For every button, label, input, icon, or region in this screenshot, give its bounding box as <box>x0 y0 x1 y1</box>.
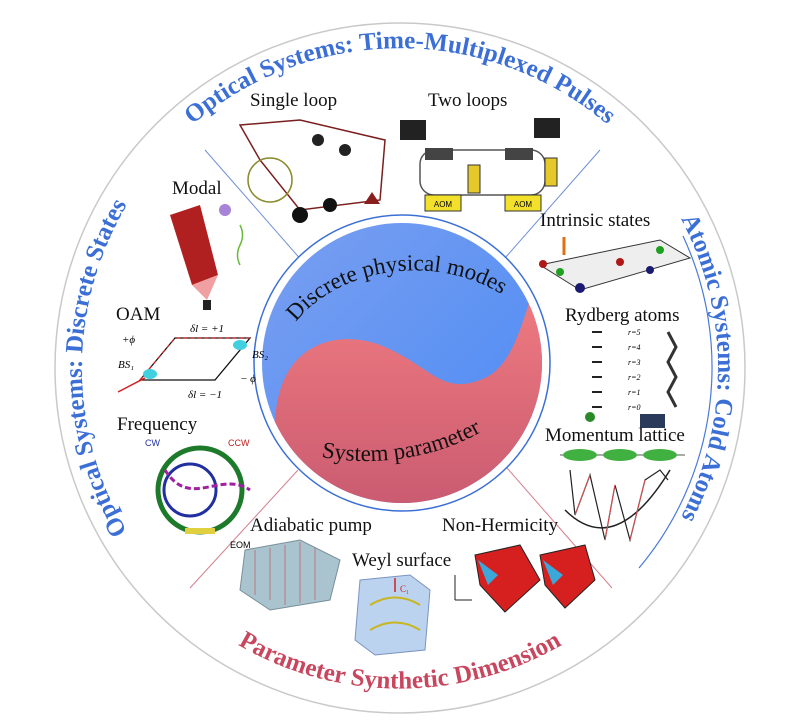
divider-top-right <box>504 149 601 259</box>
ring-title-top: Optical Systems: Time-Multiplexed Pulses <box>179 27 621 129</box>
single-loop-illustration <box>238 119 386 223</box>
aom-label-2: AOM <box>514 200 533 209</box>
cw-label: CW <box>145 438 160 448</box>
rydberg-level: r=3 <box>628 358 641 367</box>
oam-illustration: δl = +1 δl = −1 BS₁ BS₂ +ϕ − ϕ <box>117 323 268 401</box>
oam-bottom-label: δl = −1 <box>188 389 222 401</box>
label-momentum-lattice: Momentum lattice <box>545 425 685 446</box>
core-pink-half <box>262 300 542 503</box>
label-intrinsic-states: Intrinsic states <box>540 210 650 231</box>
label-oam: OAM <box>116 304 160 325</box>
ccw-label: CCW <box>228 438 250 448</box>
modal-illustration <box>170 204 244 310</box>
label-rydberg-atoms: Rydberg atoms <box>565 305 679 326</box>
intrinsic-states-illustration <box>538 237 692 293</box>
non-hermicity-illustration <box>454 544 596 613</box>
core-yin-yang <box>262 223 542 503</box>
divider-top-left <box>204 149 304 263</box>
rydberg-level: r=5 <box>628 328 641 337</box>
eom-label: EOM <box>230 540 251 550</box>
bs2-label: BS₂ <box>252 349 268 361</box>
bs1-label: BS₁ <box>118 359 134 371</box>
label-frequency: Frequency <box>117 414 198 435</box>
label-two-loops: Two loops <box>428 90 507 111</box>
label-non-hermicity: Non-Hermicity <box>442 515 559 536</box>
two-loops-illustration: AOM AOM <box>400 118 560 212</box>
inner-ring-right <box>638 235 713 569</box>
rydberg-level: r=4 <box>628 343 641 352</box>
momentum-lattice-illustration <box>560 449 685 543</box>
divider-bottom-left <box>189 469 299 589</box>
label-single-loop: Single loop <box>250 90 337 111</box>
label-adiabatic-pump: Adiabatic pump <box>250 515 372 536</box>
minus-phi-label: − ϕ <box>240 373 256 385</box>
weyl-c-label: C₁ <box>400 584 409 594</box>
rydberg-illustration: r=5 r=4 r=3 r=2 r=1 r=0 <box>585 328 678 428</box>
divider-bottom-right <box>506 467 613 589</box>
aom-label-1: AOM <box>434 200 453 209</box>
rydberg-level: r=1 <box>628 388 641 397</box>
plus-phi-label: +ϕ <box>122 334 135 346</box>
oam-top-label: δl = +1 <box>190 323 224 335</box>
label-modal: Modal <box>172 178 222 199</box>
rydberg-level: r=2 <box>628 373 641 382</box>
outer-ring <box>54 22 746 714</box>
weyl-surface-illustration: C₁ <box>354 574 431 656</box>
label-weyl-surface: Weyl surface <box>352 550 451 571</box>
rydberg-level: r=0 <box>628 403 641 412</box>
adiabatic-pump-illustration <box>239 539 341 611</box>
frequency-illustration: CW CCW EOM <box>145 438 251 550</box>
